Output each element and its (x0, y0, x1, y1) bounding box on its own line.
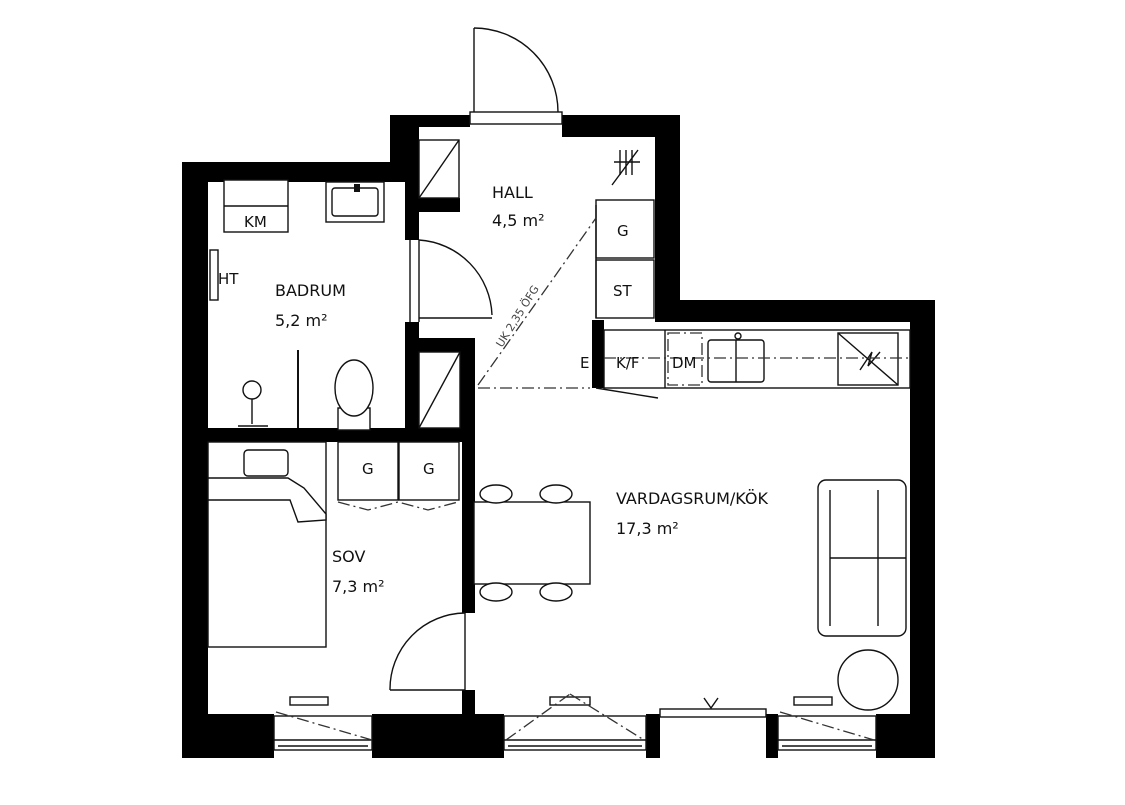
label-km: KM (244, 213, 267, 231)
label-g-hall: G (617, 222, 629, 240)
label-e: E (580, 354, 589, 372)
wardrobe-g-bedroom-2 (398, 441, 460, 501)
duvet-fold (207, 477, 327, 523)
towel-dryer (209, 249, 219, 301)
windows (273, 693, 877, 751)
window-living-2 (659, 708, 767, 718)
entrance-door-swing (473, 27, 559, 113)
wall-top-hall-left (390, 115, 470, 127)
room-name-vardagsrum: VARDAGSRUM/KÖK (616, 489, 768, 508)
wardrobe-g-hall (595, 199, 655, 259)
ceiling-opening-label: UK 2,35 ÖFG (494, 283, 542, 349)
dishwasher (667, 332, 703, 386)
room-labels: HALL 4,5 m² BADRUM 5,2 m² SOV 7,3 m² VAR… (275, 183, 768, 596)
wall-bottom-4 (766, 714, 778, 758)
label-dm: DM (672, 354, 697, 372)
window-bedroom (273, 715, 373, 751)
room-area-badrum: 5,2 m² (275, 311, 328, 330)
wall-bedroom-right-low (462, 690, 475, 720)
hall-closets (418, 139, 461, 429)
wall-top-left (182, 162, 410, 182)
wall-closet-lower-right (460, 338, 475, 438)
window-living-1 (503, 715, 647, 751)
wall-right (910, 300, 935, 758)
wall-bottom-1 (182, 714, 274, 758)
dining-table (473, 501, 591, 585)
label-kf: K/F (616, 354, 640, 372)
pillow (243, 449, 289, 477)
wall-top-hall-right (562, 115, 680, 137)
wall-top-right (655, 300, 935, 322)
entrance-door-frame (469, 111, 563, 125)
chair (539, 484, 573, 504)
window-living-3 (777, 715, 877, 751)
room-area-vardagsrum: 17,3 m² (616, 519, 679, 538)
chair (539, 582, 573, 602)
wall-left (182, 162, 208, 758)
walls (182, 115, 935, 758)
bedroom-door-swing (389, 612, 466, 691)
round-side-table (837, 649, 899, 711)
doors (389, 27, 563, 691)
chair (479, 484, 513, 504)
wall-kitchen-end (592, 320, 604, 388)
wall-bath-bottom (182, 428, 475, 442)
room-name-badrum: BADRUM (275, 281, 346, 300)
room-name-sov: SOV (332, 547, 365, 566)
wardrobe-g-bedroom-1 (337, 441, 399, 501)
bathroom-door-swing (418, 239, 493, 316)
bathroom-fixtures (209, 179, 385, 431)
label-g-bedroom-1: G (362, 460, 374, 478)
wall-bottom-5 (876, 714, 935, 758)
wall-closet-lower-top (405, 338, 475, 352)
bedroom-furniture (207, 441, 460, 648)
room-area-hall: 4,5 m² (492, 211, 545, 230)
toilet-bowl (334, 359, 374, 417)
shower-head (242, 380, 262, 400)
label-st: ST (613, 282, 633, 300)
chair (479, 582, 513, 602)
label-ht: HT (218, 270, 239, 288)
wall-hall-right (655, 115, 680, 305)
wall-bedroom-right (462, 428, 475, 613)
wall-bottom-2 (372, 714, 504, 758)
fixture-labels: KM HT G ST G G E K/F DM (218, 213, 697, 478)
wall-bottom-3 (646, 714, 660, 758)
label-g-bedroom-2: G (423, 460, 435, 478)
living-furniture (473, 479, 907, 711)
room-name-hall: HALL (492, 183, 533, 202)
kitchen (603, 329, 911, 389)
hall-wardrobes (595, 149, 655, 319)
wall-bath-hall-upper (405, 115, 419, 240)
wall-closet-upper-bottom (405, 198, 460, 212)
room-area-sov: 7,3 m² (332, 577, 385, 596)
